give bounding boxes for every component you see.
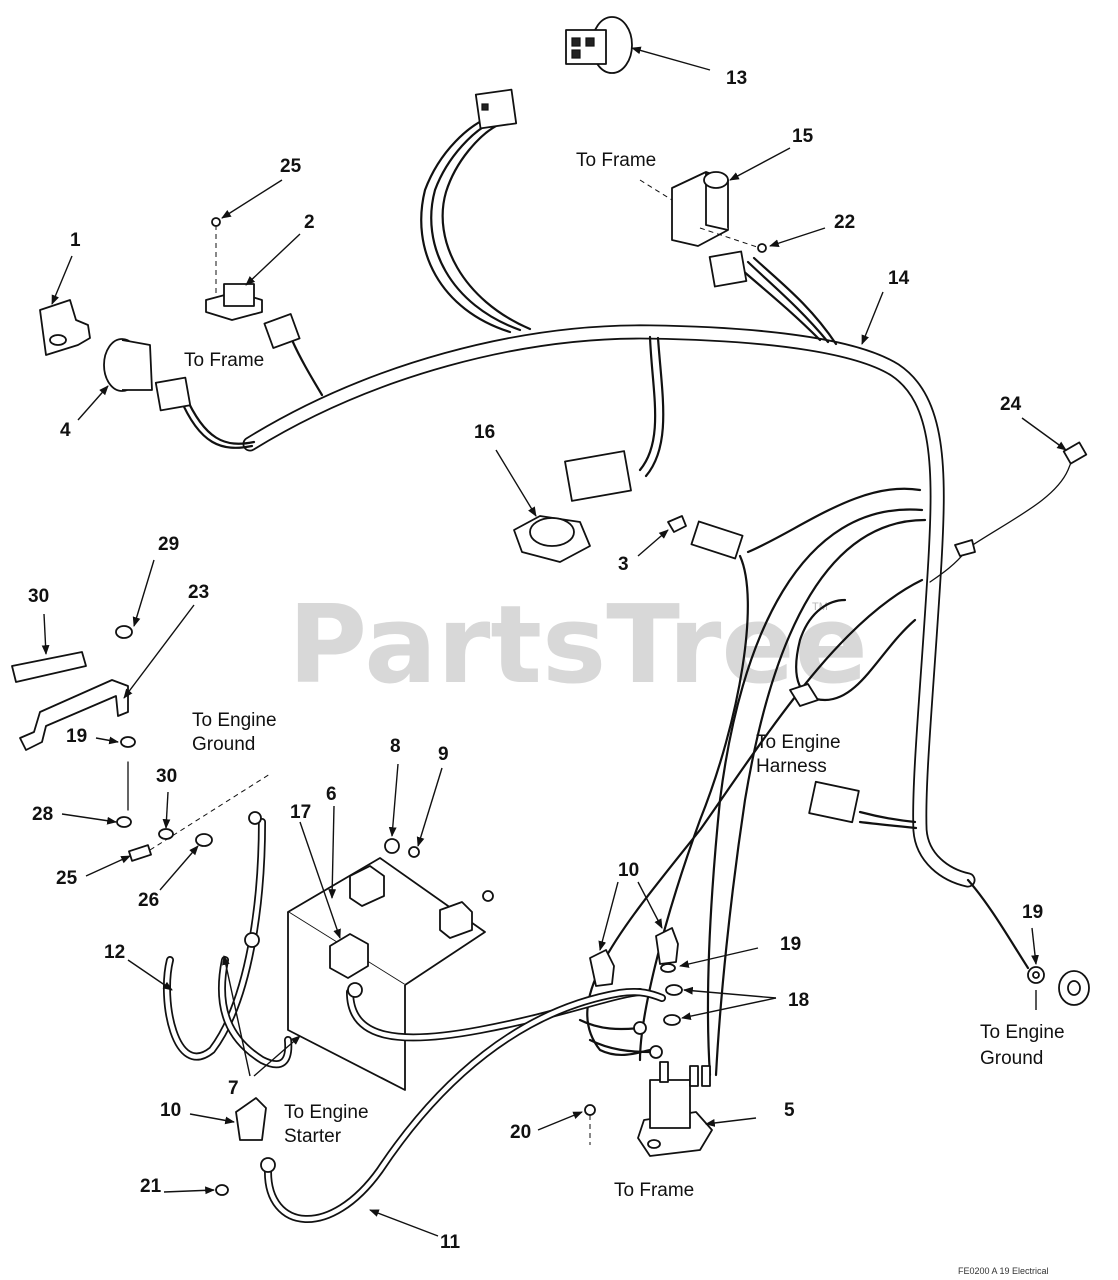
footer-code: FE0200 A 19 Electrical: [958, 1266, 1049, 1276]
callout-19-left: 19: [66, 726, 87, 747]
callout-20: 20: [510, 1122, 531, 1143]
part-2-relay: [205, 217, 301, 349]
callout-16: 16: [474, 422, 495, 443]
left-hardware: [116, 736, 271, 862]
callout-14: 14: [888, 268, 910, 289]
callout-7: 7: [228, 1078, 239, 1099]
small-hardware: [215, 963, 683, 1196]
battery-cables: [162, 818, 666, 1223]
callout-6: 6: [326, 784, 337, 805]
note-engine-harness-line1: To Engine: [756, 732, 841, 753]
note-engine-ground-right-line2: Ground: [980, 1048, 1043, 1069]
callout-30-strip: 30: [28, 586, 49, 607]
part-17-terminal: [329, 933, 369, 979]
part-10-boot-starter: [235, 1097, 267, 1141]
callout-15: 15: [792, 126, 814, 147]
part-30-strip: [11, 651, 87, 683]
part-5-solenoid: [637, 1061, 713, 1157]
callout-4: 4: [60, 420, 71, 441]
note-engine-ground-left-line2: Ground: [192, 734, 255, 755]
callout-19-solenoid: 19: [780, 934, 801, 955]
note-to-frame-left: To Frame: [184, 350, 264, 371]
part-3-connector: [667, 515, 744, 560]
note-engine-starter-line1: To Engine: [284, 1102, 369, 1123]
part-6-battery-tray: [287, 838, 494, 1091]
harness-connector-top: [474, 88, 518, 130]
callout-13: 13: [726, 68, 747, 89]
callout-26: 26: [138, 890, 159, 911]
callout-19-right: 19: [1022, 902, 1043, 923]
part-4-switch: [103, 338, 192, 412]
callout-25-top: 25: [280, 156, 302, 177]
callout-17: 17: [290, 802, 311, 823]
leader-lines: [41, 46, 1067, 1237]
callout-30-washer: 30: [156, 766, 177, 787]
callout-12: 12: [104, 942, 125, 963]
callout-3: 3: [618, 554, 629, 575]
watermark-text: PartsTree: [288, 583, 868, 708]
part-16-switch: [513, 450, 632, 563]
note-engine-ground-right-line1: To Engine: [980, 1022, 1065, 1043]
watermark: PartsTree TM: [288, 583, 868, 708]
callout-25-left: 25: [56, 868, 78, 889]
part-10-boots-solenoid: [589, 927, 679, 987]
callout-24: 24: [1000, 394, 1022, 415]
callout-18: 18: [788, 990, 809, 1011]
callout-8: 8: [390, 736, 401, 757]
note-engine-ground-left-line1: To Engine: [192, 710, 277, 731]
note-engine-harness-line2: Harness: [756, 756, 827, 777]
note-to-frame-top: To Frame: [576, 150, 656, 171]
note-engine-starter-line2: Starter: [284, 1126, 342, 1147]
callout-23: 23: [188, 582, 209, 603]
callout-10-starter: 10: [160, 1100, 181, 1121]
ring-terminals: [244, 811, 663, 1173]
engine-harness-connector: [789, 683, 860, 824]
callout-28: 28: [32, 804, 53, 825]
main-harness: [242, 324, 976, 888]
callout-22: 22: [834, 212, 855, 233]
callout-numbers: 1 2 3 4 5 6 7 8 9 10 10 11 12 13 14 15 1…: [28, 68, 1043, 1253]
part-1-bracket: [39, 299, 91, 356]
text-notes: To Frame To Frame To Frame To Engine Gro…: [184, 150, 1065, 1201]
callout-10-solenoid: 10: [618, 860, 639, 881]
callout-11: 11: [440, 1232, 461, 1253]
callout-5: 5: [784, 1100, 795, 1121]
callout-1: 1: [70, 230, 81, 251]
callout-2: 2: [304, 212, 315, 233]
part-24-clip: [954, 441, 1088, 557]
right-ground-ring: [1027, 966, 1090, 1006]
part-15-bracket: [639, 171, 767, 288]
part-13-plug: [565, 16, 633, 74]
callout-29: 29: [158, 534, 179, 555]
watermark-trademark: TM: [812, 601, 828, 613]
part-23-bracket: [19, 625, 133, 751]
note-to-frame-bottom: To Frame: [614, 1180, 694, 1201]
callout-21: 21: [140, 1176, 162, 1197]
callout-9: 9: [438, 744, 449, 765]
